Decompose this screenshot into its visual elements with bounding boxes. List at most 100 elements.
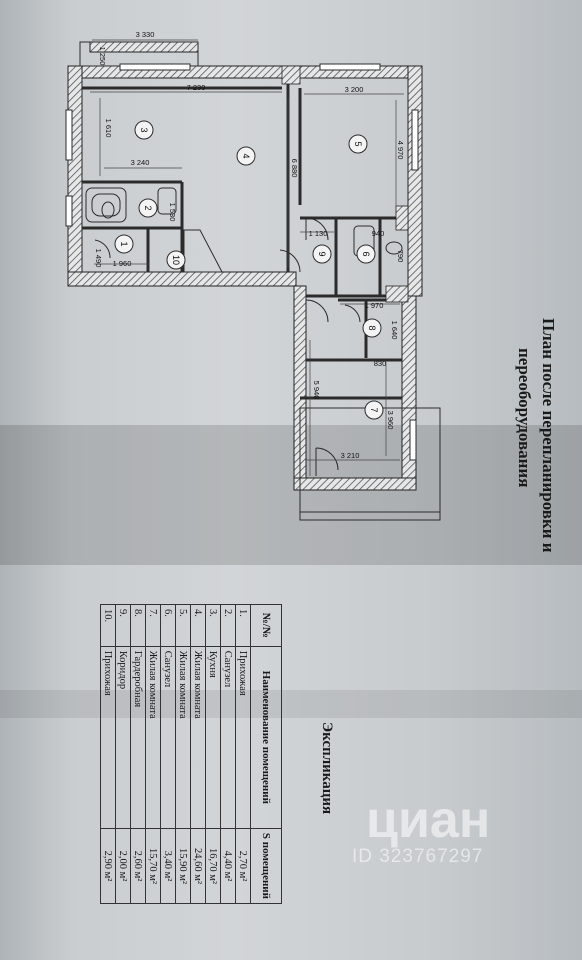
table-row: 3. Кухня 16,70 м² — [205, 604, 221, 904]
row-num: 8. — [130, 604, 146, 647]
room-marker-7 — [364, 400, 384, 420]
dim-4970: 4 970 — [396, 141, 405, 160]
row-area: 4,40 м² — [220, 828, 236, 904]
col-header-area: S помещений — [250, 828, 282, 904]
dim-1970: 1 970 — [365, 301, 384, 310]
row-area: 2,60 м² — [130, 828, 146, 904]
row-area: 16,70 м² — [205, 828, 221, 904]
table-row: 8. Гардеробная 2,60 м² — [130, 604, 146, 904]
dim-1250: 1 250 — [98, 47, 107, 66]
watermark-logo: циан — [366, 791, 491, 849]
table-row: 5. Жилая комната 15,90 м² — [175, 604, 191, 904]
dimension-labels: 3 330 1 250 7 230 3 200 1 6 10 3 240 6 88… — [94, 30, 405, 460]
dim-5940: 5 940 — [312, 381, 321, 400]
dim-3200: 3 200 — [345, 85, 364, 94]
row-num: 10. — [100, 604, 116, 647]
paper-fold-shadow-2 — [0, 690, 582, 718]
row-num: 2. — [220, 604, 236, 647]
room-marker-9 — [312, 244, 332, 264]
dim-3240: 3 240 — [131, 158, 150, 167]
dim-1490: 1 490 — [94, 249, 103, 268]
table-row: 4. Жилая комната 24,60 м² — [190, 604, 206, 904]
windows — [65, 63, 419, 461]
dim-7230: 7 230 — [187, 83, 206, 92]
table-row: 1. Прихожая 2,70 м² — [235, 604, 251, 904]
room-marker-5 — [348, 134, 368, 154]
room-number-2: 2 — [143, 205, 153, 210]
row-name: Санузел — [220, 646, 236, 829]
row-name: Жилая комната — [175, 646, 191, 829]
room-marker-1 — [114, 234, 134, 254]
room-number-4: 4 — [241, 153, 251, 158]
explication-heading: Экспликация — [319, 722, 335, 815]
row-num: 9. — [115, 604, 131, 647]
table-row: 10. Прихожая 2,90 м² — [100, 604, 116, 904]
room-number-9: 9 — [317, 251, 327, 256]
row-area: 3,40 м² — [160, 828, 176, 904]
dim-1530: 1 530 — [168, 203, 177, 222]
dim-3330: 3 330 — [136, 30, 155, 39]
row-num: 3. — [205, 604, 221, 647]
room-marker-10 — [166, 250, 186, 270]
room-number-8: 8 — [367, 325, 377, 330]
row-name: Жилая комната — [145, 646, 161, 829]
col-header-num: №/№ — [250, 604, 282, 647]
room-numbers: 1 2 3 4 5 6 7 8 9 10 — [119, 127, 379, 412]
row-area: 2,70 м² — [235, 828, 251, 904]
row-area: 24,60 м² — [190, 828, 206, 904]
room-number-10: 10 — [171, 255, 181, 265]
plan-title-line1: План после перепланировки и — [539, 318, 558, 553]
interior-hatched-walls — [281, 65, 409, 303]
bathroom-fixtures — [85, 187, 403, 257]
paper-fold-shadow — [0, 425, 582, 565]
table-row: 9. Коридор 2,00 м² — [115, 604, 131, 904]
col-header-name: Наименование помещений — [250, 646, 282, 829]
table-row: 6. Санузел 3,40 м² — [160, 604, 176, 904]
dim-1640: 1 640 — [390, 321, 399, 340]
table-row: 7. Жилая комната 15,70 м² — [145, 604, 161, 904]
row-area: 15,70 м² — [145, 828, 161, 904]
table-row: 2. Санузел 4,40 м² — [220, 604, 236, 904]
room-number-5: 5 — [353, 141, 363, 146]
dim-6880: 6 880 — [290, 159, 299, 178]
door-swings — [94, 217, 361, 476]
dim-830: 830 — [374, 359, 387, 368]
room-number-6: 6 — [361, 251, 371, 256]
room-number-1: 1 — [119, 241, 129, 246]
explication-table: №/№ Наименование помещений S помещений 1… — [100, 604, 282, 904]
row-name: Коридор — [115, 646, 131, 829]
row-name: Жилая комната — [190, 646, 206, 829]
row-area: 15,90 м² — [175, 828, 191, 904]
room-marker-4 — [236, 146, 256, 166]
row-name: Санузел — [160, 646, 176, 829]
hall-10-wedge — [183, 229, 223, 273]
row-num: 1. — [235, 604, 251, 647]
room-marker-2 — [138, 198, 158, 218]
explication-table-block: №/№ Наименование помещений S помещений 1… — [100, 604, 282, 904]
row-name: Прихожая — [235, 646, 251, 829]
row-num: 5. — [175, 604, 191, 647]
row-area: 2,90 м² — [100, 828, 116, 904]
room-number-7: 7 — [369, 407, 379, 412]
room-marker-6 — [356, 244, 376, 264]
dim-3960: 3 960 — [386, 411, 395, 430]
row-name: Прихожая — [100, 646, 116, 829]
room-marker-3 — [134, 120, 154, 140]
row-name: Кухня — [205, 646, 221, 829]
dim-1960: 1 960 — [113, 259, 132, 268]
row-area: 2,00 м² — [115, 828, 131, 904]
dim-940: 940 — [372, 229, 385, 238]
row-num: 7. — [145, 604, 161, 647]
room-marker-8 — [362, 318, 382, 338]
table-header-row: №/№ Наименование помещений S помещений — [250, 604, 282, 904]
row-num: 6. — [160, 604, 176, 647]
dimension-lines — [90, 39, 404, 476]
watermark-id: ID 323767297 — [352, 846, 484, 867]
dim-1130: 1 130 — [309, 229, 328, 238]
room-markers — [114, 120, 384, 420]
plan-title-line2: переоборудования — [515, 348, 534, 488]
row-name: Гардеробная — [130, 646, 146, 829]
dim-790: 790 — [396, 250, 405, 263]
